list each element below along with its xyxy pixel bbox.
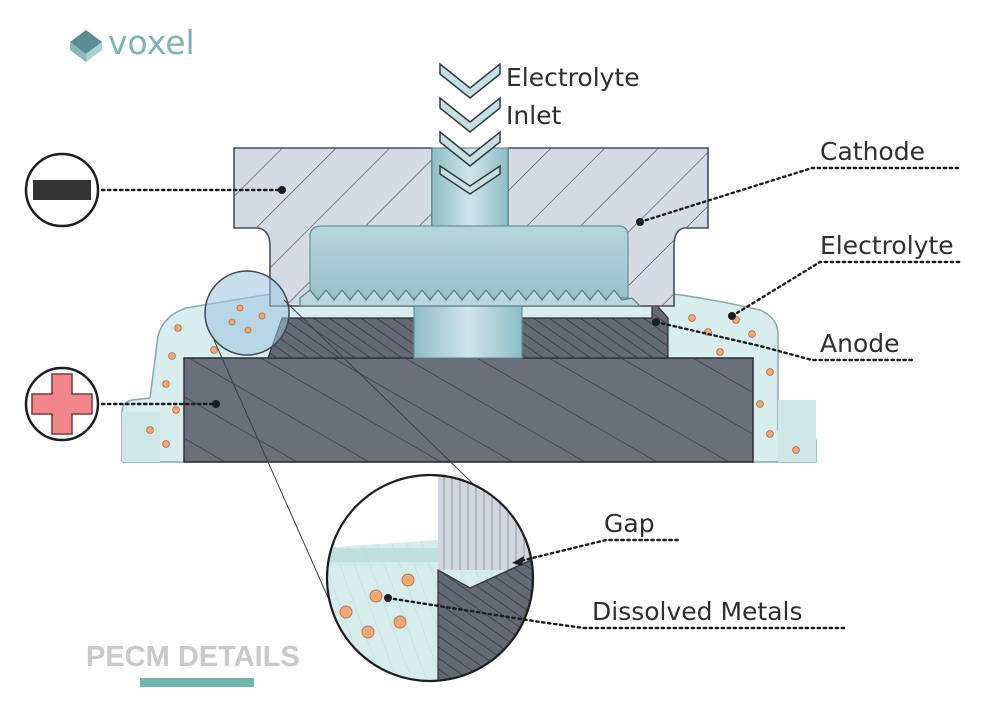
- inlet-arrows-icon: [439, 62, 501, 195]
- anode-pads: [267, 298, 669, 359]
- title-accent-bar: [140, 678, 254, 687]
- dissolved-particles: [146, 314, 800, 454]
- label-electrolyte: Electrolyte: [820, 231, 954, 260]
- label-anode: Anode: [820, 329, 900, 358]
- minus-sign-icon: [24, 152, 100, 228]
- section-title: PECM DETAILS: [86, 641, 300, 673]
- leader-lines: [100, 166, 964, 630]
- label-dissolved-metals: Dissolved Metals: [592, 597, 803, 626]
- zoom-connector-lines: [213, 299, 501, 621]
- cube-logo-icon: [70, 30, 102, 62]
- label-electrolyte-inlet-line1: Electrolyte: [506, 63, 640, 92]
- workpiece-block: [183, 357, 754, 463]
- label-gap: Gap: [604, 509, 655, 538]
- gap-zoom-detail: [325, 473, 535, 683]
- plus-sign-icon: [24, 366, 100, 442]
- magnifier-lens: [204, 270, 290, 356]
- brand-name: voxel: [108, 23, 195, 62]
- label-electrolyte-inlet-line2: Inlet: [506, 101, 562, 130]
- voxel-logo: voxel: [70, 23, 195, 62]
- label-cathode: Cathode: [820, 137, 925, 166]
